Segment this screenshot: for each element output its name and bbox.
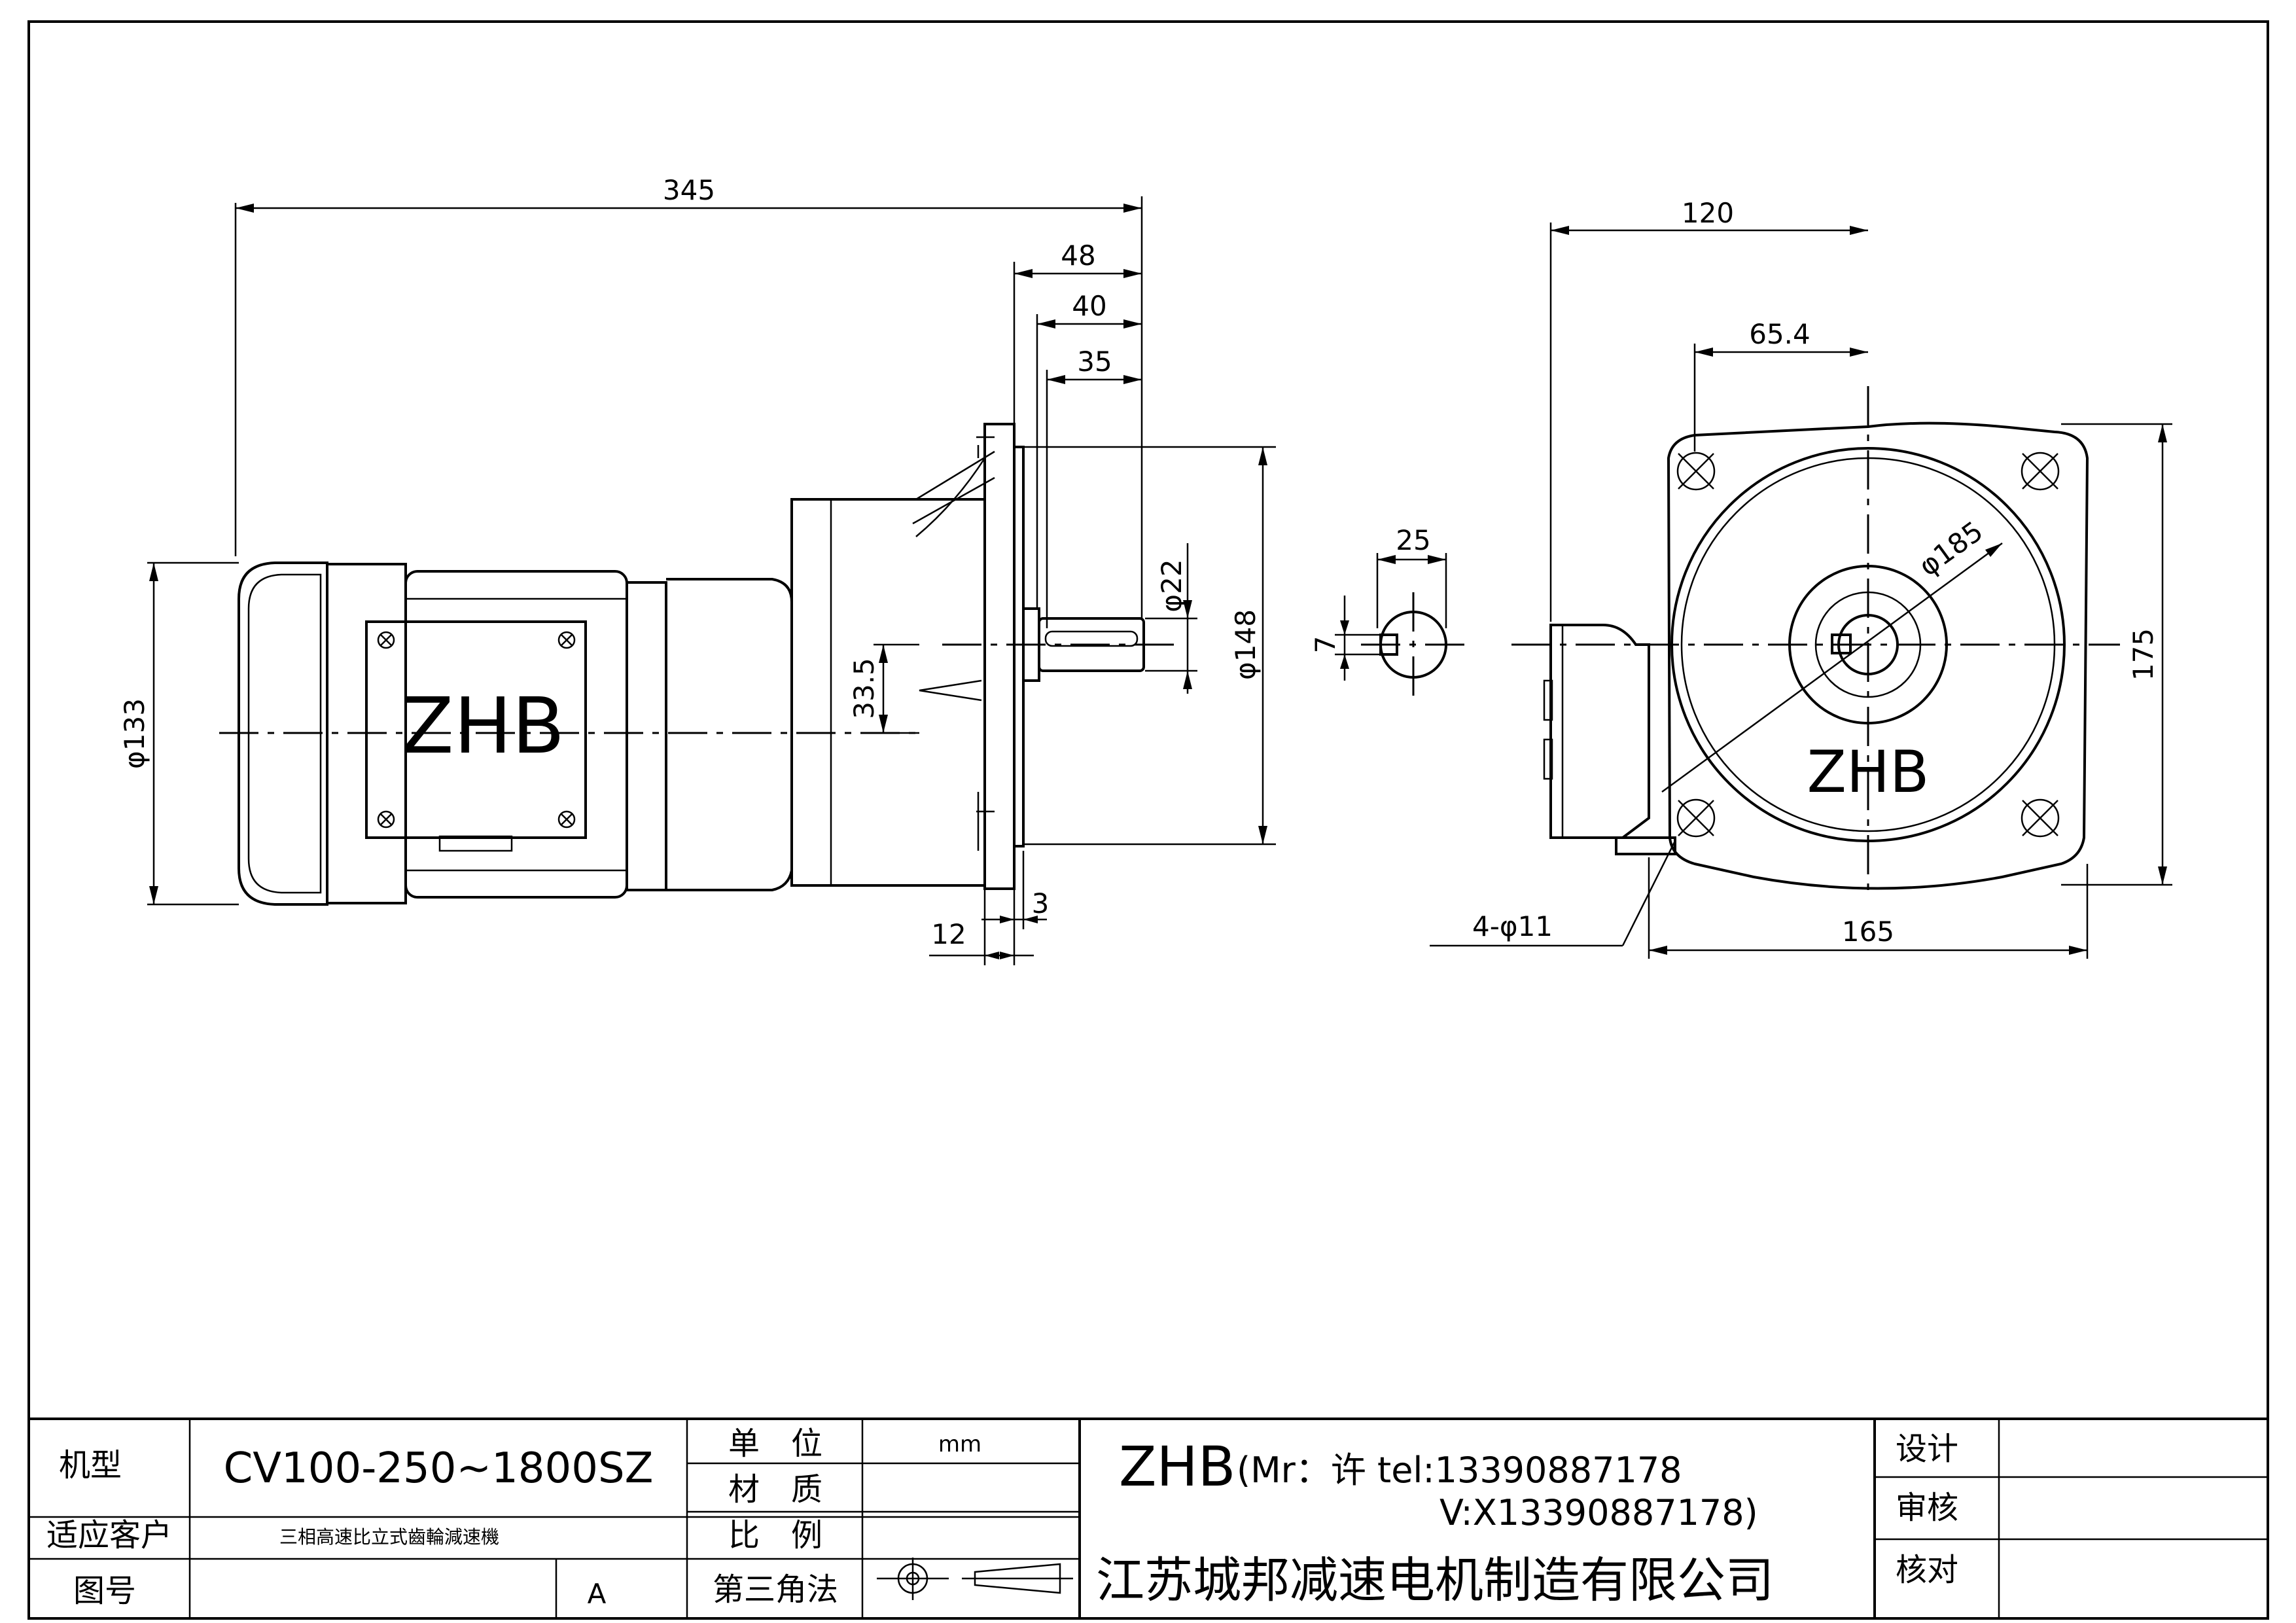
dim-flange-thick: 12 xyxy=(931,918,966,950)
dim-shaft-length: 40 xyxy=(1072,290,1106,322)
dim-overall-length: 345 xyxy=(663,174,715,206)
drawing-no-label: 图号 xyxy=(73,1573,136,1609)
company-logo: ZHB xyxy=(1119,1435,1235,1499)
company-name: 江苏城邦减速电机制造有限公司 xyxy=(1096,1552,1774,1609)
dim-width: 120 xyxy=(1682,197,1734,229)
model-value: CV100-250~1800SZ xyxy=(224,1444,654,1493)
dim-shaft-dia: φ22 xyxy=(1156,559,1188,612)
front-view: ZHB φ185 4-φ11 120 65.4 175 165 xyxy=(1430,197,2172,959)
scale-label: 比 例 xyxy=(728,1517,822,1554)
shaft-section: 25 7 xyxy=(1309,524,1472,697)
dim-pcd: φ185 xyxy=(1913,515,1988,582)
customer-label: 适应客户 xyxy=(46,1517,172,1554)
dim-holes: 4-φ11 xyxy=(1472,910,1553,942)
design-label: 设计 xyxy=(1896,1431,1958,1467)
dim-flange-width: 165 xyxy=(1842,916,1894,948)
review-label: 审核 xyxy=(1896,1489,1958,1526)
dim-half-width: 65.4 xyxy=(1749,318,1810,350)
dim-pilot-depth: 3 xyxy=(1032,887,1050,919)
dim-center-height: 33.5 xyxy=(848,658,880,719)
contact-line1: (Mr：许 tel:13390887178 xyxy=(1237,1450,1682,1491)
unit-label: 单 位 xyxy=(728,1425,822,1462)
side-view: ZHB 345 48 xyxy=(118,174,1276,965)
dim-motor-dia: φ133 xyxy=(118,698,150,769)
model-label: 机型 xyxy=(59,1447,122,1484)
dim-flange-to-shaft: 48 xyxy=(1061,240,1095,272)
sheet-border xyxy=(27,20,2269,1620)
unit-value: mm xyxy=(938,1431,981,1457)
revision: A xyxy=(588,1578,607,1610)
contact-line2: V:X13390887178) xyxy=(1439,1492,1758,1533)
projection-symbol xyxy=(877,1558,1073,1600)
material-label: 材 质 xyxy=(728,1471,822,1508)
description: 三相高速比立式齒輪減速機 xyxy=(279,1526,499,1548)
dim-key-height: 7 xyxy=(1309,636,1341,654)
dim-height: 175 xyxy=(2127,628,2159,681)
dim-key-width: 25 xyxy=(1396,524,1430,556)
side-logo: ZHB xyxy=(401,681,565,771)
projection-label: 第三角法 xyxy=(713,1571,838,1608)
dim-key-length: 35 xyxy=(1077,346,1112,378)
check-label: 核对 xyxy=(1896,1552,1958,1588)
dim-pilot-dia: φ148 xyxy=(1229,609,1262,680)
title-block: 机型 CV100-250~1800SZ 适应客户 三相高速比立式齒輪減速機 图号… xyxy=(29,1418,2268,1618)
